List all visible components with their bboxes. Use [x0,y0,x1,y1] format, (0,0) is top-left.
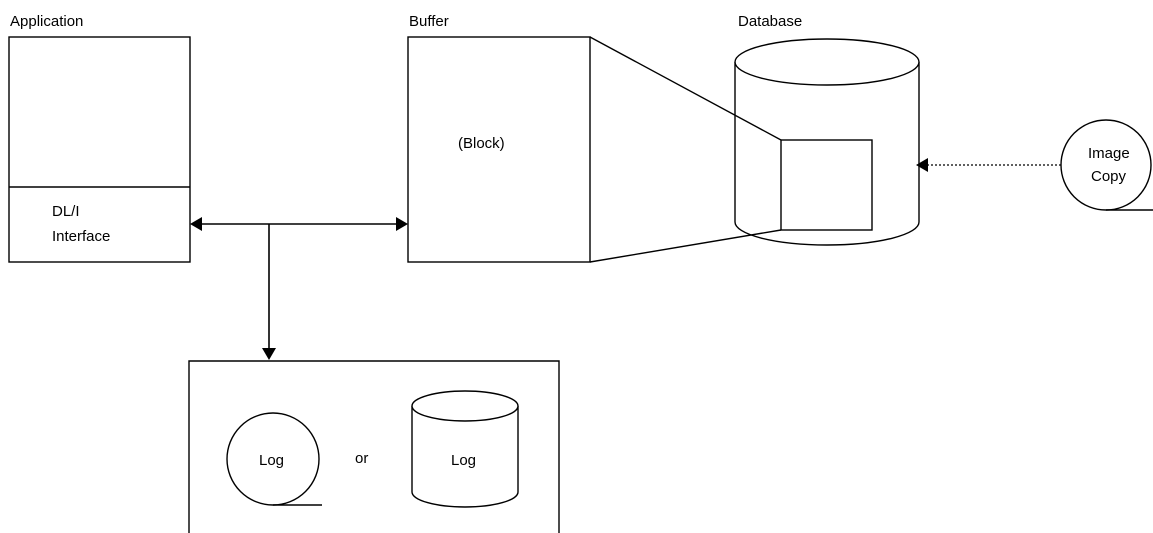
zoom-line-top [589,36,782,141]
interface-label: Interface [52,228,110,245]
block-label: (Block) [458,135,505,152]
buffer-box: Buffer (Block) [407,13,591,263]
zoom-line-bottom [589,229,782,263]
interface-buffer-arrow [190,217,408,231]
log-disk-icon: Log [411,390,519,508]
copy-label: Copy [1091,168,1127,185]
log-tape-icon: Log [226,412,322,506]
image-copy-tape-icon: Image Copy [1060,119,1153,211]
image-label: Image [1088,145,1130,162]
database-block [780,139,873,231]
database-label: Database [738,13,802,30]
log-disk-label: Log [451,452,476,469]
dl-i-label: DL/I [52,203,80,220]
buffer-label: Buffer [409,13,449,30]
application-box: Application DL/I Interface [8,13,191,263]
image-copy-arrow [916,158,1061,172]
log-arrow [262,224,276,360]
application-label: Application [10,13,83,30]
log-tape-label: Log [259,452,284,469]
or-label: or [355,450,368,467]
log-box: Log or Log [188,360,560,533]
